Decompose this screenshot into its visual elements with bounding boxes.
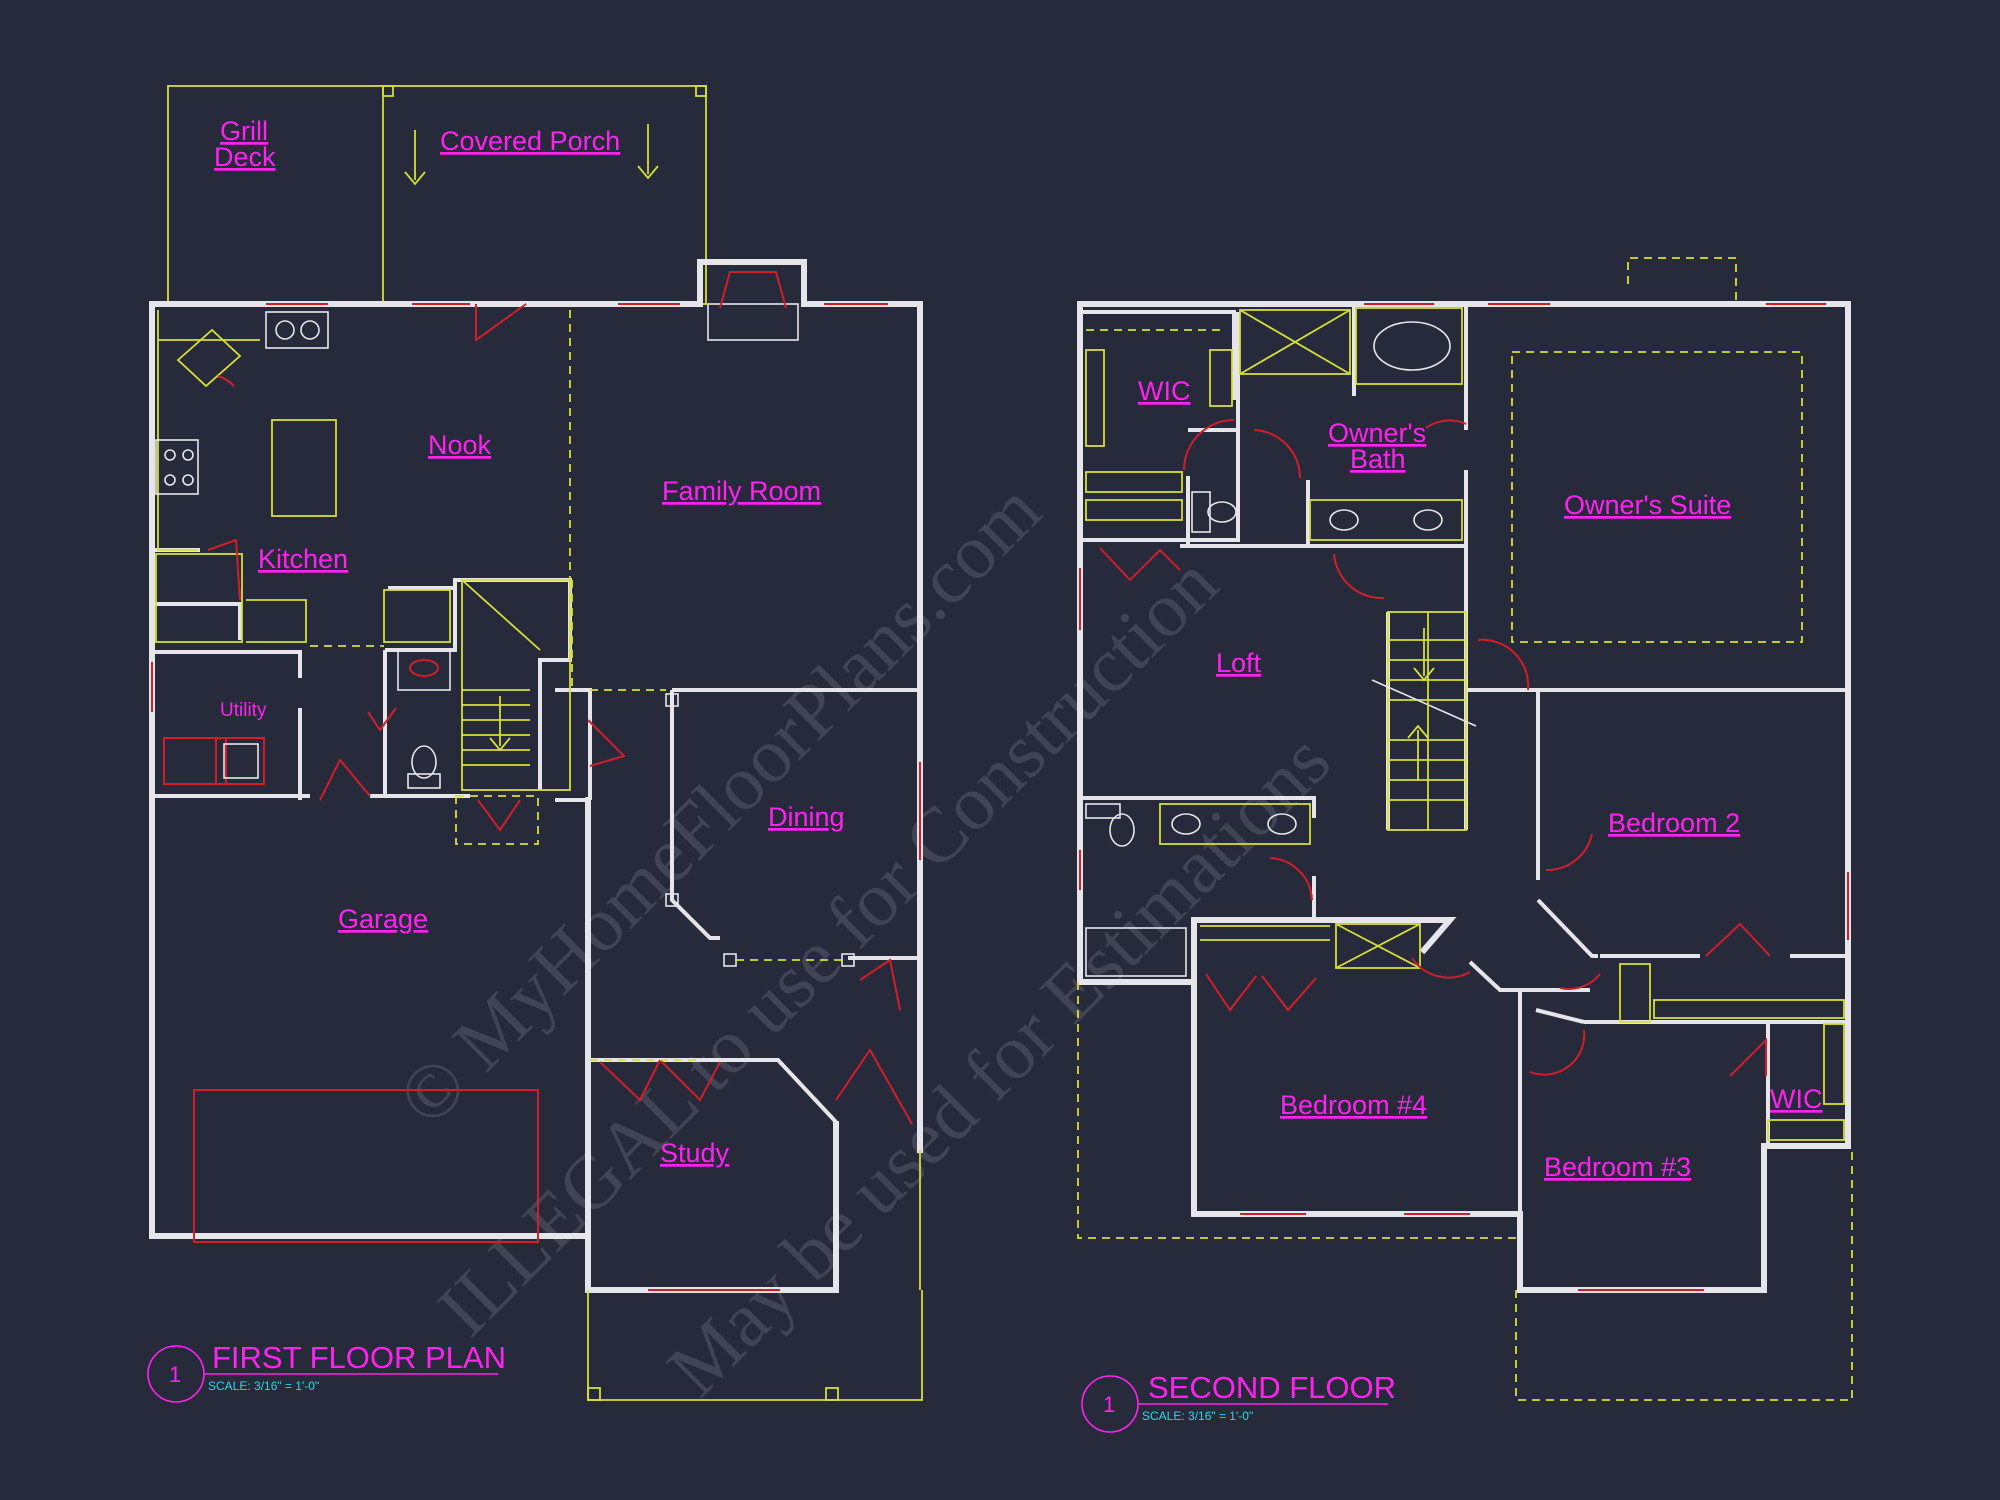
bedroom-4-label: Bedroom #4 bbox=[1280, 1090, 1427, 1120]
covered-porch-label: Covered Porch bbox=[440, 126, 620, 156]
second-floor-scale: SCALE: 3/16" = 1'-0" bbox=[1142, 1409, 1253, 1423]
family-room-label: Family Room bbox=[662, 476, 821, 506]
second-floor-title-block: 1 SECOND FLOOR SCALE: 3/16" = 1'-0" bbox=[1081, 1370, 1396, 1433]
fireplace bbox=[707, 271, 799, 341]
kitchen-label: Kitchen bbox=[258, 544, 348, 574]
owners-bath-label-line2: Bath bbox=[1350, 444, 1406, 474]
first-floor-plan: Grill Deck Covered Porch Nook Family Roo… bbox=[147, 85, 923, 1403]
grill-deck-label-line1: Grill bbox=[220, 116, 268, 146]
lower-roof-outline bbox=[1077, 257, 1853, 1401]
wic-lower-label: WIC bbox=[1770, 1084, 1822, 1114]
grill-deck-label-line2: Deck bbox=[214, 142, 276, 172]
first-floor-title-block: 1 FIRST FLOOR PLAN SCALE: 3/16" = 1'-0" bbox=[147, 1340, 506, 1403]
first-floor-title: FIRST FLOOR PLAN bbox=[212, 1340, 506, 1375]
second-floor-stairs bbox=[1371, 611, 1477, 831]
bedroom-3-label: Bedroom #3 bbox=[1544, 1152, 1691, 1182]
kitchen-fixtures bbox=[155, 310, 571, 647]
first-floor-scale: SCALE: 3/16" = 1'-0" bbox=[208, 1379, 319, 1393]
owners-bath-label-line1: Owner's bbox=[1328, 418, 1426, 448]
second-floor-plan: WIC Owner's Bath Owner's Suite Loft Bedr… bbox=[1077, 257, 1853, 1433]
owners-suite-label: Owner's Suite bbox=[1564, 490, 1731, 520]
first-floor-stairs bbox=[455, 579, 573, 845]
first-floor-drawing-number: 1 bbox=[169, 1362, 181, 1387]
second-floor-doors bbox=[1099, 419, 1771, 1077]
wic-upper-label: WIC bbox=[1138, 376, 1190, 406]
nook-label: Nook bbox=[428, 430, 492, 460]
utility-fixtures bbox=[163, 649, 451, 789]
second-floor-fixtures bbox=[1085, 307, 1845, 1141]
loft-label: Loft bbox=[1216, 648, 1262, 678]
front-porch bbox=[587, 1150, 923, 1401]
dining-columns bbox=[590, 689, 855, 1061]
first-floor-windows bbox=[151, 303, 921, 1291]
study-label: Study bbox=[660, 1138, 730, 1168]
watermark: © MyHomeFloorPlans.com ILLEGAL to use fo… bbox=[381, 466, 1347, 1412]
dining-label: Dining bbox=[768, 802, 845, 832]
garage-label: Garage bbox=[338, 904, 428, 934]
second-floor-windows bbox=[1079, 303, 1849, 1291]
utility-label: Utility bbox=[220, 700, 267, 721]
second-floor-title: SECOND FLOOR bbox=[1148, 1370, 1396, 1405]
bedroom-2-label: Bedroom 2 bbox=[1608, 808, 1740, 838]
second-floor-drawing-number: 1 bbox=[1103, 1392, 1115, 1417]
garage-door bbox=[193, 1089, 539, 1243]
